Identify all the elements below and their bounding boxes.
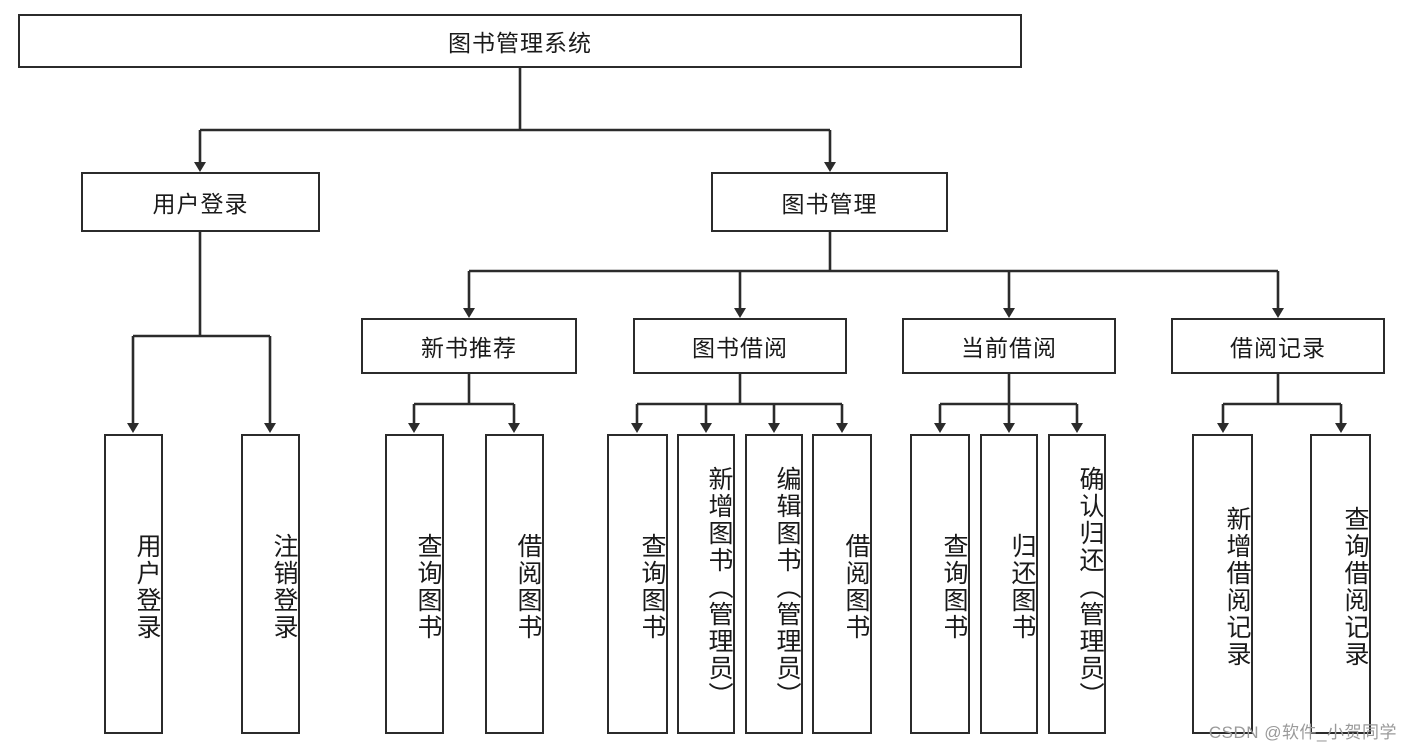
- leaf-borrow-book-recommend-label: 借阅图书: [514, 533, 542, 641]
- leaf-query-book-current-label: 查询图书: [940, 533, 968, 641]
- node-new-book-recommend[interactable]: 新书推荐: [361, 318, 577, 374]
- node-book-borrow[interactable]: 图书借阅: [633, 318, 847, 374]
- node-book-management-label: 图书管理: [781, 191, 878, 217]
- leaf-borrow-book-recommend[interactable]: 借阅图书: [485, 434, 544, 734]
- leaf-user-login[interactable]: 用户登录: [104, 434, 163, 734]
- node-borrow-record-label: 借阅记录: [1230, 335, 1326, 361]
- leaf-logout[interactable]: 注销登录: [241, 434, 300, 734]
- leaf-query-borrow-record-label: 查询借阅记录: [1341, 506, 1369, 668]
- node-current-borrow[interactable]: 当前借阅: [902, 318, 1116, 374]
- leaf-query-book-borrow-label: 查询图书: [638, 533, 666, 641]
- node-current-borrow-label: 当前借阅: [961, 335, 1057, 361]
- leaf-add-borrow-record-label: 新增借阅记录: [1223, 506, 1251, 668]
- leaf-query-book-borrow[interactable]: 查询图书: [607, 434, 668, 734]
- leaf-return-book[interactable]: 归还图书: [980, 434, 1038, 734]
- leaf-logout-label: 注销登录: [270, 533, 298, 641]
- leaf-edit-book-admin-label: 编辑图书（管理员）: [773, 465, 801, 709]
- node-user-login[interactable]: 用户登录: [81, 172, 320, 232]
- node-borrow-record[interactable]: 借阅记录: [1171, 318, 1385, 374]
- leaf-return-book-label: 归还图书: [1008, 533, 1036, 641]
- node-book-borrow-label: 图书借阅: [692, 335, 788, 361]
- leaf-user-login-label: 用户登录: [133, 533, 161, 641]
- leaf-query-book-current[interactable]: 查询图书: [910, 434, 970, 734]
- node-user-login-label: 用户登录: [152, 191, 249, 217]
- leaf-confirm-return-admin-label: 确认归还（管理员）: [1076, 465, 1104, 709]
- leaf-edit-book-admin[interactable]: 编辑图书（管理员）: [745, 434, 803, 734]
- leaf-add-book-admin-label: 新增图书（管理员）: [705, 465, 733, 709]
- leaf-query-book-recommend[interactable]: 查询图书: [385, 434, 444, 734]
- csdn-watermark: CSDN @软件_小贺同学: [1208, 723, 1397, 742]
- leaf-confirm-return-admin[interactable]: 确认归还（管理员）: [1048, 434, 1106, 734]
- node-root-label: 图书管理系统: [448, 30, 592, 56]
- node-new-book-recommend-label: 新书推荐: [421, 335, 517, 361]
- leaf-query-borrow-record[interactable]: 查询借阅记录: [1310, 434, 1371, 734]
- leaf-query-book-recommend-label: 查询图书: [414, 533, 442, 641]
- node-book-management[interactable]: 图书管理: [711, 172, 948, 232]
- leaf-add-borrow-record[interactable]: 新增借阅记录: [1192, 434, 1253, 734]
- leaf-add-book-admin[interactable]: 新增图书（管理员）: [677, 434, 735, 734]
- leaf-borrow-book[interactable]: 借阅图书: [812, 434, 872, 734]
- leaf-borrow-book-label: 借阅图书: [842, 533, 870, 641]
- node-root[interactable]: 图书管理系统: [18, 14, 1022, 68]
